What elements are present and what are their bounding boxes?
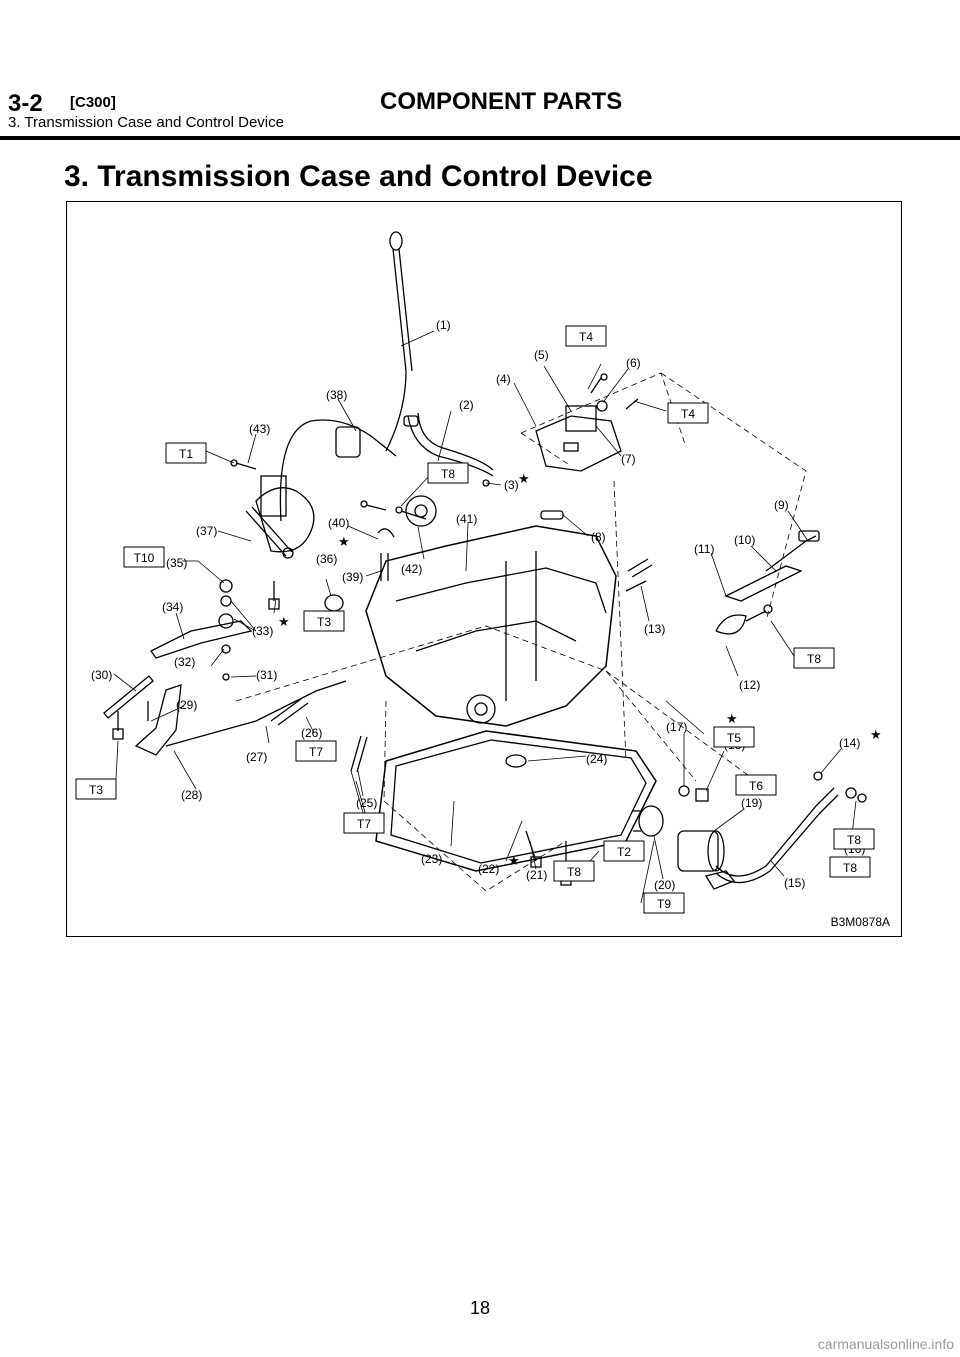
torque-box: T8 <box>829 856 871 878</box>
torque-box: T7 <box>343 812 385 834</box>
part-callout: (24) <box>586 752 607 766</box>
section-title: 3. Transmission Case and Control Device <box>64 160 653 193</box>
svg-text:T7: T7 <box>357 817 371 831</box>
torque-box: T3 <box>303 610 345 632</box>
torque-box: T10 <box>123 546 165 568</box>
part-callout: (37) <box>196 524 217 538</box>
svg-text:T3: T3 <box>317 615 331 629</box>
torque-box: T7 <box>295 740 337 762</box>
part-callout: (1) <box>436 318 451 332</box>
part-callout: (28) <box>181 788 202 802</box>
svg-text:T8: T8 <box>843 861 857 875</box>
section-code: [C300] <box>70 94 116 111</box>
replace-star-icon: ★ <box>726 711 738 726</box>
part-callout: (5) <box>534 348 549 362</box>
svg-text:T3: T3 <box>89 783 103 797</box>
part-callout: (11) <box>694 542 714 556</box>
svg-text:T7: T7 <box>309 745 323 759</box>
svg-text:T8: T8 <box>847 833 861 847</box>
replace-star-icon: ★ <box>518 471 530 486</box>
torque-box: T4 <box>565 325 607 347</box>
header-title: COMPONENT PARTS <box>380 88 623 115</box>
torque-box: T1 <box>165 442 207 464</box>
part-callout: (21) <box>526 868 547 882</box>
replace-star-icon: ★ <box>508 853 520 868</box>
part-callout: (42) <box>401 562 422 576</box>
torque-box: T5 <box>713 726 755 748</box>
torque-box: T4 <box>667 402 709 424</box>
part-callout: (39) <box>342 570 363 584</box>
part-callout: (23) <box>421 852 442 866</box>
torque-box: T6 <box>735 774 777 796</box>
part-callout: (12) <box>739 678 760 692</box>
svg-text:T8: T8 <box>567 865 581 879</box>
part-callout: (43) <box>249 422 270 436</box>
part-callout: (38) <box>326 388 347 402</box>
svg-text:T6: T6 <box>749 779 763 793</box>
exploded-diagram: (1) (2) (3) (4) (5) (6) (7) (8) (9) (10) (11) (12) (… <box>66 201 902 937</box>
part-callout: (7) <box>621 452 636 466</box>
part-callout: (20) <box>654 878 675 892</box>
part-callout: (33) <box>252 624 273 638</box>
part-callout: (26) <box>301 726 322 740</box>
torque-box: T2 <box>603 840 645 862</box>
part-callout: (41) <box>456 512 477 526</box>
page-number: 18 <box>469 1298 491 1318</box>
torque-box: T3 <box>75 778 117 800</box>
torque-box: T8 <box>793 647 835 669</box>
watermark: carmanualsonline.info <box>817 1336 954 1352</box>
part-callout: (4) <box>496 372 511 386</box>
figure-code: B3M0878A <box>830 915 890 929</box>
svg-text:T4: T4 <box>579 330 593 344</box>
part-callout: (15) <box>784 876 805 890</box>
part-callout: (32) <box>174 655 195 669</box>
part-callout: (19) <box>741 796 762 810</box>
part-callout: (40) <box>328 516 349 530</box>
svg-text:T9: T9 <box>657 897 671 911</box>
torque-box: T8 <box>553 860 595 882</box>
svg-text:T10: T10 <box>134 551 155 565</box>
part-callout: (30) <box>91 668 112 682</box>
svg-text:T4: T4 <box>681 407 695 421</box>
part-callout: (25) <box>356 796 377 810</box>
part-callout: (2) <box>459 398 474 412</box>
replace-star-icon: ★ <box>278 614 290 629</box>
svg-text:T1: T1 <box>179 447 193 461</box>
replace-star-icon: ★ <box>870 727 882 742</box>
section-number: 3-2 <box>8 90 43 117</box>
part-callout: (6) <box>626 356 641 370</box>
svg-text:T5: T5 <box>727 731 741 745</box>
part-callout: (10) <box>734 533 755 547</box>
part-callout: (22) <box>478 862 499 876</box>
part-callout: (29) <box>176 698 197 712</box>
svg-text:T2: T2 <box>617 845 631 859</box>
part-callout: (36) <box>316 552 337 566</box>
part-callout: (8) <box>591 530 606 544</box>
svg-text:T8: T8 <box>441 467 455 481</box>
part-callout: (27) <box>246 750 267 764</box>
torque-box: T8 <box>427 462 469 484</box>
svg-text:T8: T8 <box>807 652 821 666</box>
torque-box: T8 <box>833 828 875 850</box>
torque-box: T9 <box>643 892 685 914</box>
part-callout: (17) <box>666 720 687 734</box>
part-callout: (13) <box>644 622 665 636</box>
part-callout: (34) <box>162 600 183 614</box>
part-callout: (9) <box>774 498 789 512</box>
part-callout: (14) <box>839 736 860 750</box>
replace-star-icon: ★ <box>338 534 350 549</box>
header-rule <box>0 136 960 140</box>
part-callout: (31) <box>256 668 277 682</box>
part-callout: (35) <box>166 556 187 570</box>
header-subtitle: 3. Transmission Case and Control Device <box>8 114 284 131</box>
part-callout: (3) <box>504 478 519 492</box>
